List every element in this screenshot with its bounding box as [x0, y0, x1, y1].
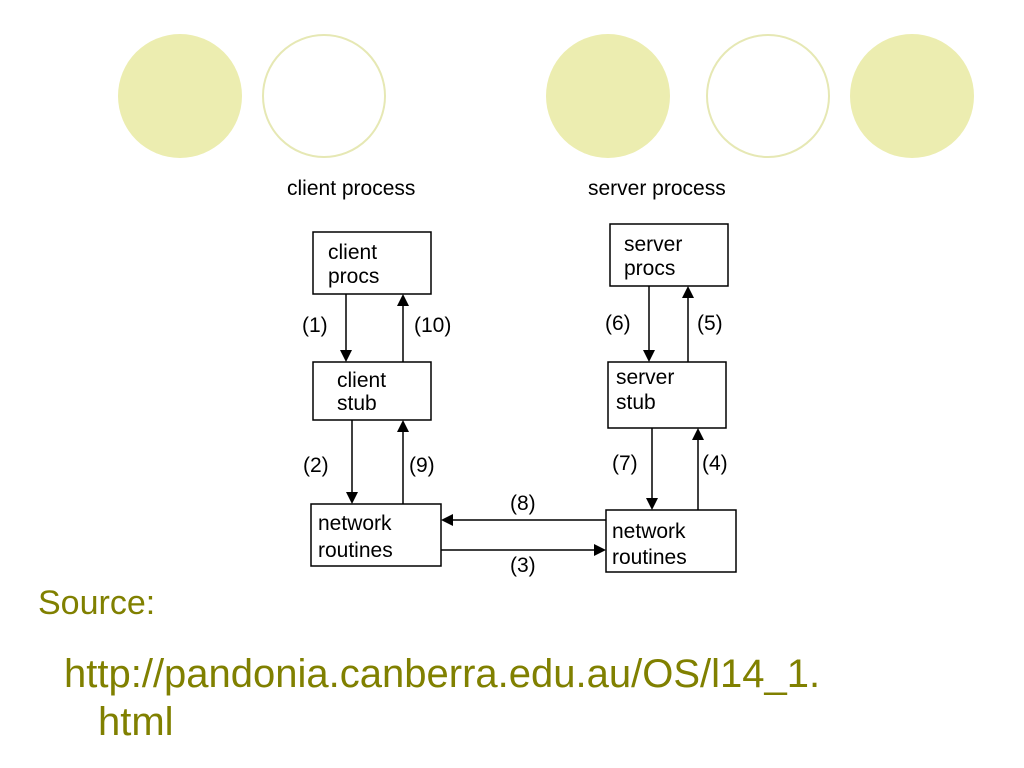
- svg-text:server: server: [624, 233, 682, 256]
- step-label-10: (10): [414, 314, 451, 337]
- svg-text:network: network: [318, 512, 392, 535]
- step-label-8: (8): [510, 492, 536, 515]
- step-label-4: (4): [702, 452, 728, 475]
- arrow-4: [692, 428, 704, 510]
- svg-text:procs: procs: [328, 265, 379, 288]
- arrow-3: [441, 544, 606, 556]
- client-network-routines-box: network routines: [310, 503, 442, 567]
- source-url-line-2[interactable]: html: [98, 700, 174, 744]
- arrow-2: [346, 420, 358, 504]
- arrow-5: [682, 286, 694, 362]
- source-label: Source:: [38, 584, 156, 622]
- step-label-7: (7): [612, 452, 638, 475]
- client-stub-box: client stub: [312, 361, 432, 421]
- arrow-10: [397, 294, 409, 362]
- decor-circle-3: [546, 34, 670, 158]
- svg-text:client: client: [337, 369, 386, 392]
- step-label-2: (2): [303, 454, 329, 477]
- svg-text:network: network: [612, 520, 686, 543]
- server-procs-box: server procs: [609, 223, 729, 287]
- svg-text:routines: routines: [318, 539, 393, 562]
- client-process-header: client process: [287, 177, 415, 200]
- step-label-9: (9): [409, 454, 435, 477]
- decor-circle-2: [262, 34, 386, 158]
- source-url-line-1[interactable]: http://pandonia.canberra.edu.au/OS/l14_1…: [64, 652, 821, 696]
- step-label-6: (6): [605, 312, 631, 335]
- svg-text:stub: stub: [337, 392, 377, 415]
- svg-text:client: client: [328, 241, 377, 264]
- svg-text:server: server: [616, 366, 674, 389]
- arrow-8: [441, 514, 606, 526]
- svg-text:procs: procs: [624, 257, 675, 280]
- server-network-routines-box: network routines: [605, 509, 737, 573]
- step-label-3: (3): [510, 554, 536, 577]
- arrow-1: [340, 294, 352, 362]
- server-stub-box: server stub: [607, 361, 727, 429]
- svg-text:routines: routines: [612, 546, 687, 569]
- decor-circle-4: [706, 34, 830, 158]
- arrow-9: [397, 420, 409, 504]
- step-label-5: (5): [697, 312, 723, 335]
- server-process-header: server process: [588, 177, 726, 200]
- client-procs-box: client procs: [312, 231, 432, 295]
- decor-circle-1: [118, 34, 242, 158]
- arrow-6: [643, 286, 655, 362]
- step-label-1: (1): [302, 314, 328, 337]
- arrow-7: [646, 428, 658, 510]
- svg-text:stub: stub: [616, 391, 656, 414]
- decor-circle-5: [850, 34, 974, 158]
- source-url[interactable]: http://pandonia.canberra.edu.au/OS/l14_1…: [64, 650, 964, 746]
